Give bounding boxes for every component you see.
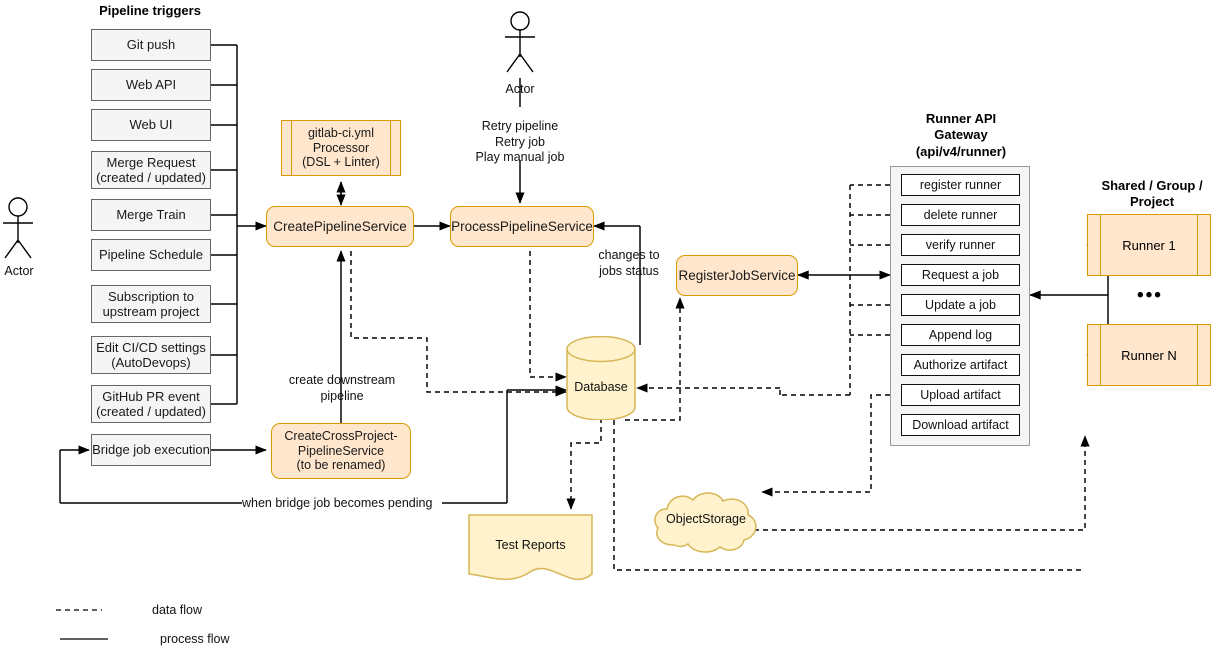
- trigger-github-pr-event[interactable]: GitHub PR event (created / updated): [91, 385, 211, 423]
- runner-label: Runner 1: [1122, 237, 1176, 253]
- service-label: RegisterJobService: [678, 267, 796, 283]
- runner-api-gateway-title: Runner API Gateway (api/v4/runner): [915, 111, 1007, 159]
- trigger-merge-train[interactable]: Merge Train: [91, 199, 211, 231]
- component-bar-right: [1197, 215, 1198, 275]
- endpoint-label: Request a job: [921, 268, 1000, 282]
- actor-top: [492, 10, 552, 82]
- pipeline-triggers-heading: Pipeline triggers: [99, 3, 201, 18]
- actor-left-label: Actor: [4, 264, 34, 278]
- trigger-merge-request[interactable]: Merge Request (created / updated): [91, 151, 211, 189]
- label-retry-actions: Retry pipeline Retry job Play manual job: [475, 119, 565, 165]
- runners-ellipsis: •••: [1137, 285, 1163, 306]
- component-bar-left: [1100, 325, 1101, 385]
- object-storage-label: ObjectStorage: [666, 512, 746, 526]
- trigger-label: Edit CI/CD settings (AutoDevops): [96, 339, 206, 370]
- endpoint-label: Update a job: [925, 298, 996, 312]
- component-bar-left: [291, 121, 292, 175]
- runner-1[interactable]: Runner 1: [1087, 214, 1211, 276]
- runner-n[interactable]: Runner N: [1087, 324, 1211, 386]
- trigger-label: Git push: [126, 37, 176, 53]
- component-bar-right: [390, 121, 391, 175]
- gitlab-ci-yml-processor[interactable]: gitlab-ci.yml Processor (DSL + Linter): [281, 120, 401, 176]
- trigger-label: Bridge job execution: [92, 442, 210, 458]
- gateway-endpoint-update-a-job[interactable]: Update a job: [901, 294, 1020, 316]
- gateway-endpoint-authorize-artifact[interactable]: Authorize artifact: [901, 354, 1020, 376]
- legend-label-process-flow: process flow: [160, 632, 230, 646]
- test-reports-label: Test Reports: [495, 538, 566, 552]
- trigger-label: GitHub PR event (created / updated): [96, 388, 206, 419]
- create-cross-project-pipeline-service[interactable]: CreateCrossProject- PipelineService (to …: [271, 423, 411, 479]
- trigger-label: Merge Train: [116, 207, 186, 223]
- gateway-endpoint-upload-artifact[interactable]: Upload artifact: [901, 384, 1020, 406]
- trigger-label: Merge Request (created / updated): [96, 154, 206, 185]
- runner-label: Runner N: [1121, 347, 1177, 363]
- register-job-service[interactable]: RegisterJobService: [676, 255, 798, 296]
- endpoint-label: Download artifact: [912, 418, 1009, 432]
- service-label: ProcessPipelineService: [451, 218, 593, 234]
- endpoint-label: Upload artifact: [920, 388, 1001, 402]
- gateway-endpoint-download-artifact[interactable]: Download artifact: [901, 414, 1020, 436]
- actor-top-label: Actor: [505, 82, 535, 96]
- database-label: Database: [574, 380, 628, 394]
- trigger-git-push[interactable]: Git push: [91, 29, 211, 61]
- endpoint-label: Append log: [928, 328, 993, 342]
- component-label: gitlab-ci.yml Processor (DSL + Linter): [302, 125, 380, 170]
- process-pipeline-service[interactable]: ProcessPipelineService: [450, 206, 594, 247]
- gateway-endpoint-append-log[interactable]: Append log: [901, 324, 1020, 346]
- trigger-web-ui[interactable]: Web UI: [91, 109, 211, 141]
- gateway-endpoint-verify-runner[interactable]: verify runner: [901, 234, 1020, 256]
- create-pipeline-service[interactable]: CreatePipelineService: [266, 206, 414, 247]
- trigger-label: Subscription to upstream project: [102, 288, 200, 319]
- trigger-subscription-upstream[interactable]: Subscription to upstream project: [91, 285, 211, 323]
- label-when-bridge-job-pending: when bridge job becomes pending: [242, 496, 442, 512]
- object-storage[interactable]: [650, 489, 762, 555]
- trigger-label: Web UI: [129, 117, 173, 133]
- trigger-edit-cicd-settings[interactable]: Edit CI/CD settings (AutoDevops): [91, 336, 211, 374]
- gateway-endpoint-register-runner[interactable]: register runner: [901, 174, 1020, 196]
- service-label: CreatePipelineService: [273, 218, 407, 234]
- gateway-endpoint-request-a-job[interactable]: Request a job: [901, 264, 1020, 286]
- trigger-label: Pipeline Schedule: [98, 247, 204, 263]
- label-create-downstream-pipeline: create downstream pipeline: [288, 373, 396, 403]
- trigger-label: Web API: [125, 77, 177, 93]
- service-label: CreateCrossProject- PipelineService (to …: [284, 428, 398, 473]
- gateway-endpoint-delete-runner[interactable]: delete runner: [901, 204, 1020, 226]
- legend: [52, 598, 312, 646]
- endpoint-label: Authorize artifact: [913, 358, 1008, 372]
- test-reports-store[interactable]: [468, 514, 593, 586]
- component-bar-left: [1100, 215, 1101, 275]
- database-store[interactable]: [566, 335, 636, 421]
- trigger-pipeline-schedule[interactable]: Pipeline Schedule: [91, 239, 211, 271]
- label-changes-to-jobs-status: changes to jobs status: [598, 248, 660, 278]
- endpoint-label: register runner: [919, 178, 1002, 192]
- actor-left: [0, 196, 60, 276]
- legend-label-data-flow: data flow: [152, 603, 203, 617]
- trigger-web-api[interactable]: Web API: [91, 69, 211, 101]
- component-bar-right: [1197, 325, 1198, 385]
- endpoint-label: verify runner: [925, 238, 996, 252]
- trigger-bridge-job-execution[interactable]: Bridge job execution: [91, 434, 211, 466]
- endpoint-label: delete runner: [923, 208, 998, 222]
